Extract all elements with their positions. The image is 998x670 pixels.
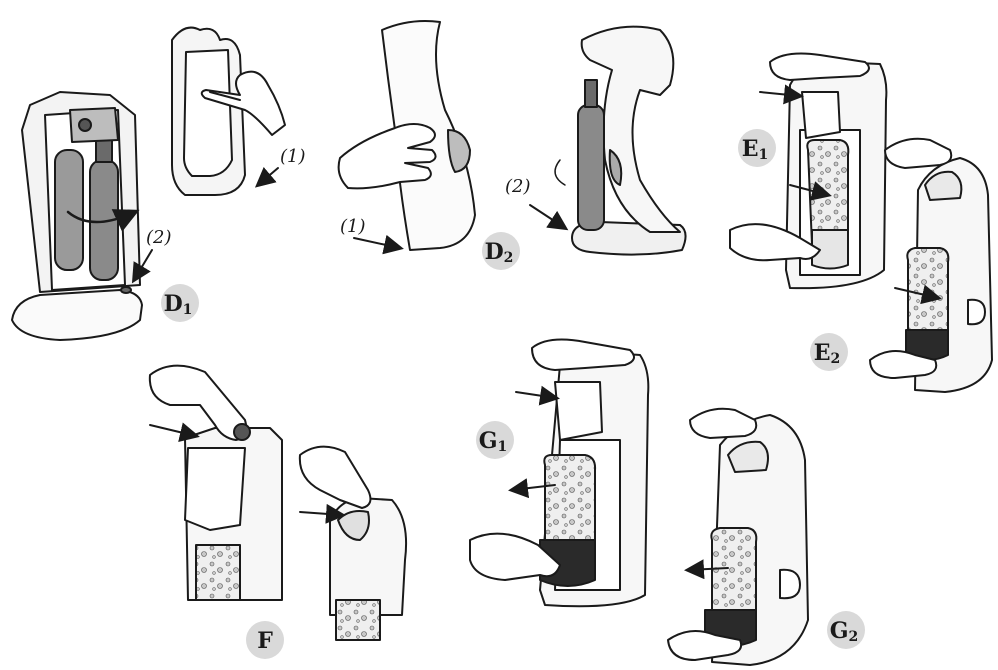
step-badge-g2: G2 bbox=[827, 611, 865, 649]
callout-label-1: (1) bbox=[340, 216, 366, 237]
panel-f-machine-front bbox=[150, 366, 282, 600]
panel-d2-machine bbox=[530, 27, 686, 255]
callout-label-2: (2) bbox=[146, 227, 172, 248]
step-badge-d2: D2 bbox=[482, 232, 520, 270]
step-badge-d1: D1 bbox=[161, 284, 199, 322]
water-bottle bbox=[711, 528, 756, 615]
gas-cylinder bbox=[578, 105, 604, 230]
callout-label-2: (2) bbox=[505, 176, 531, 197]
water-bottle bbox=[196, 545, 240, 600]
svg-text:F: F bbox=[257, 628, 273, 654]
panel-d1-machine-open bbox=[12, 92, 152, 340]
callout-label-1: (1) bbox=[280, 146, 306, 167]
panel-e2-machine bbox=[870, 139, 992, 392]
panel-g2-machine bbox=[668, 409, 808, 665]
callout-arrow-1 bbox=[258, 168, 278, 185]
panel-g1-machine bbox=[470, 340, 648, 607]
step-badge-f: F bbox=[246, 621, 284, 659]
callout-arrow-2 bbox=[530, 205, 565, 228]
panel-d1-back-cover bbox=[172, 28, 285, 195]
step-badge-e2: E2 bbox=[810, 333, 848, 371]
step-badge-g1: G1 bbox=[476, 421, 514, 459]
panel-e1-machine bbox=[730, 54, 886, 289]
step-badge-e1: E1 bbox=[738, 129, 776, 167]
callout-arrow-1 bbox=[354, 238, 400, 248]
water-bottle bbox=[544, 455, 595, 550]
panel-f-machine-side bbox=[300, 447, 406, 640]
